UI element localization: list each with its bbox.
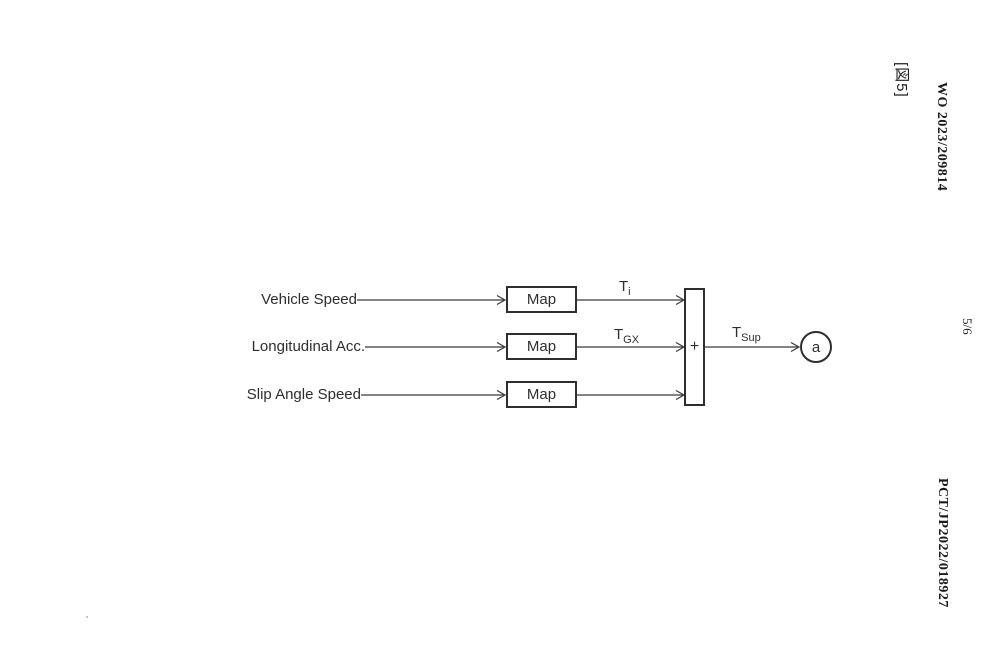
signal-tsup-base: T (732, 324, 742, 341)
sum-operator: + (689, 338, 700, 355)
terminal-connector-a: a (800, 331, 832, 363)
application-number: PCT/JP2022/018927 (935, 478, 950, 608)
signal-tgx-sub: GX (623, 334, 640, 346)
arrowhead-vehicle-speed-to-map (496, 294, 507, 306)
map-block-2-label: Map (526, 338, 557, 355)
map-block-2: Map (506, 333, 577, 360)
signal-ti-sub: i (628, 286, 631, 298)
map-block-3-label: Map (526, 386, 557, 403)
map-block-1: Map (506, 286, 577, 313)
figure-number-label: [図5] (893, 62, 910, 98)
signal-label-tgx: TGX (614, 326, 639, 349)
signal-label-tsup: TSup (732, 324, 761, 347)
input-label-slip-angle-speed: Slip Angle Speed (246, 386, 361, 403)
signal-label-ti: Ti (619, 278, 631, 301)
scan-artifact-dot (86, 616, 88, 618)
input-label-longitudinal-acc: Longitudinal Acc. (251, 338, 365, 355)
signal-tgx-base: T (614, 326, 624, 343)
sheet-page-indicator: 5/6 (960, 318, 975, 335)
sum-block: + (684, 288, 705, 406)
arrowhead-sum-to-terminal (790, 341, 801, 353)
arrowhead-longitudinal-acc-to-map (496, 341, 507, 353)
input-label-vehicle-speed: Vehicle Speed (261, 291, 357, 308)
map-block-1-label: Map (526, 291, 557, 308)
map-block-3: Map (506, 381, 577, 408)
terminal-label: a (811, 338, 821, 356)
arrowhead-slip-angle-speed-to-map (496, 389, 507, 401)
publication-number: WO 2023/209814 (934, 82, 949, 192)
signal-ti-base: T (619, 278, 629, 295)
signal-tsup-sub: Sup (741, 332, 761, 344)
